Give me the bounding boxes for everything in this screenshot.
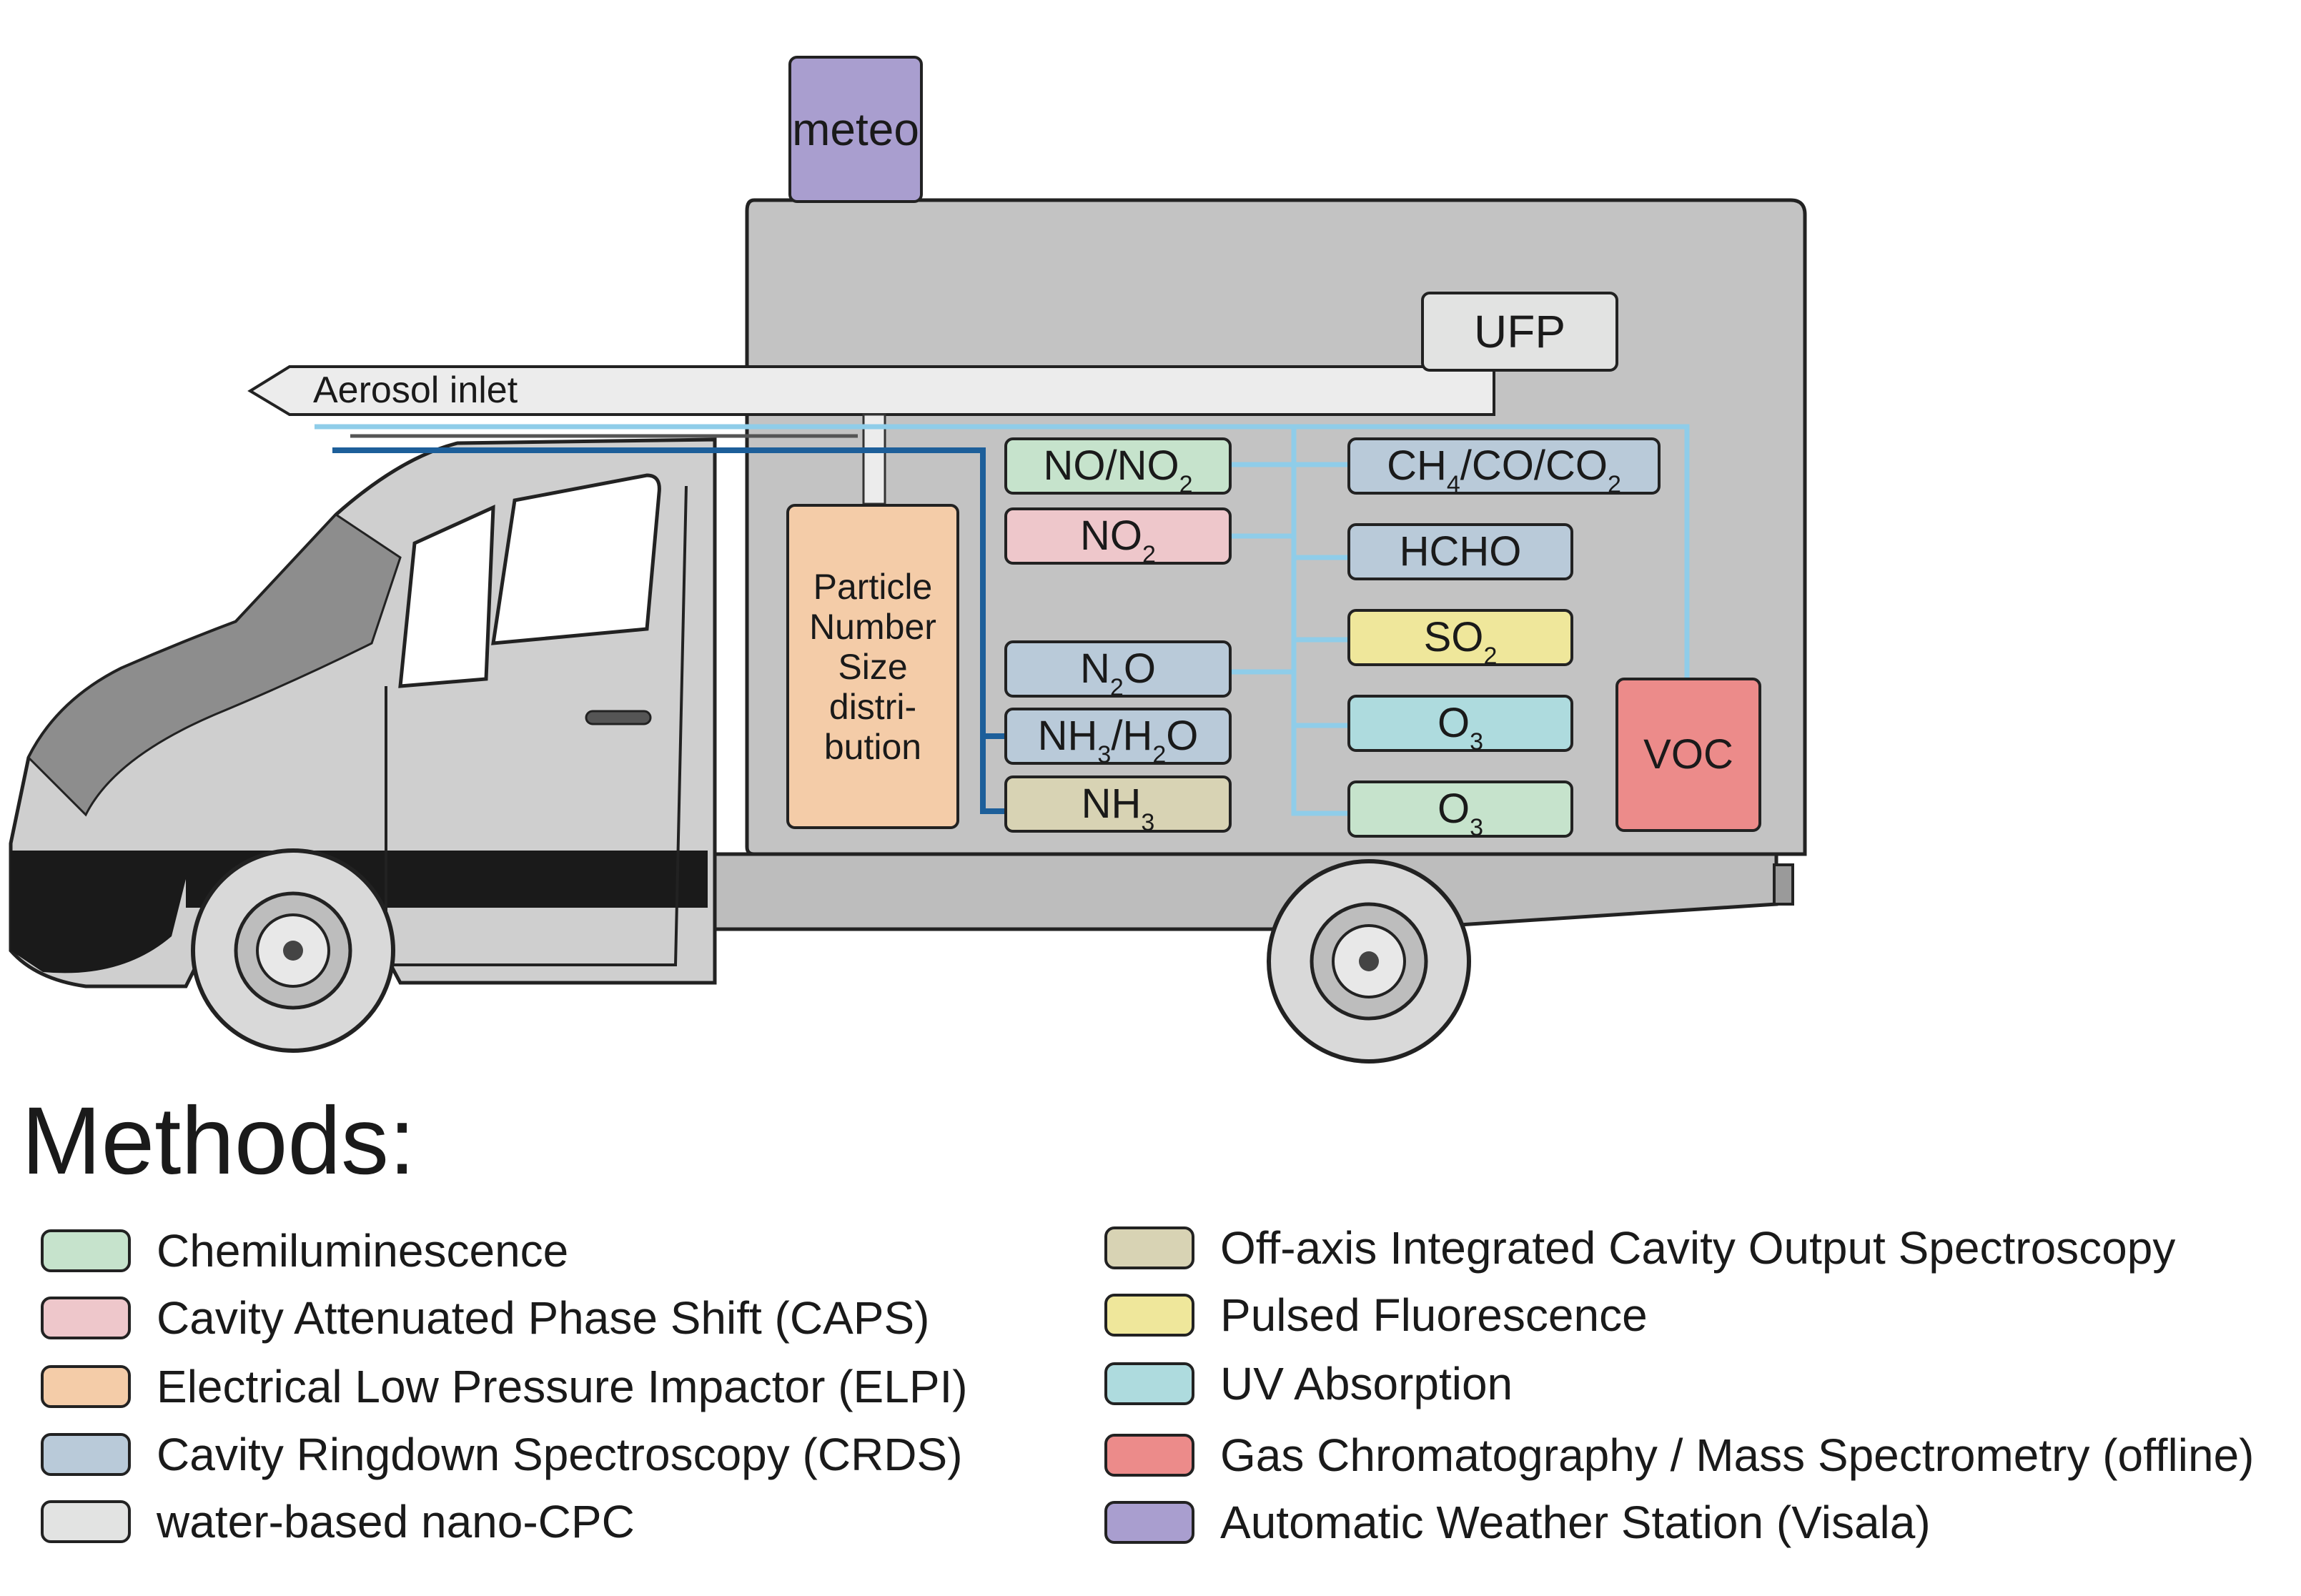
o3-chem-box: O3: [1347, 780, 1573, 841]
so2-label: SO2: [1423, 614, 1498, 670]
voc-box: VOC: [1615, 678, 1761, 832]
ufp-box: UFP: [1421, 292, 1618, 372]
legend-label: Chemiluminescence: [157, 1225, 569, 1277]
nh3-label: NH3: [1081, 780, 1155, 836]
legend-item: water-based nano-CPC: [41, 1495, 635, 1548]
door-outline: [385, 485, 688, 966]
particle-number-size-box: Particle Number Size distri- bution: [786, 504, 959, 829]
legend-item: Automatic Weather Station (Visala): [1104, 1496, 1931, 1549]
legend-label: Electrical Low Pressure Impactor (ELPI): [157, 1361, 968, 1412]
legend-item: Electrical Low Pressure Impactor (ELPI): [41, 1360, 968, 1413]
legend-swatch: [41, 1433, 131, 1476]
legend-swatch: [1104, 1362, 1194, 1405]
legend-label: UV Absorption: [1220, 1358, 1513, 1409]
legend-label: Cavity Ringdown Spectroscopy (CRDS): [157, 1429, 963, 1480]
legend-item: Cavity Attenuated Phase Shift (CAPS): [41, 1292, 929, 1344]
nh3-box: NH3: [1004, 775, 1232, 836]
legend-label: Pulsed Fluorescence: [1220, 1289, 1648, 1341]
door-handle: [585, 710, 652, 725]
legend-item: Chemiluminescence: [41, 1224, 568, 1277]
rear-bumper: [1773, 863, 1794, 906]
legend-swatch: [1104, 1501, 1194, 1544]
legend-label: water-based nano-CPC: [157, 1496, 635, 1547]
legend-swatch: [1104, 1294, 1194, 1337]
legend-swatch: [1104, 1226, 1194, 1269]
legend-label: Cavity Attenuated Phase Shift (CAPS): [157, 1292, 930, 1344]
ufp-label: UFP: [1474, 306, 1565, 357]
legend-swatch: [41, 1500, 131, 1543]
front-wheel: [191, 848, 395, 1053]
o3-chem-label: O3: [1437, 785, 1484, 841]
side-window: [491, 473, 661, 645]
no-no2-label: NO/NO2: [1043, 442, 1193, 498]
no-no2-box: NO/NO2: [1004, 437, 1232, 498]
methods-title: Methods:: [21, 1088, 416, 1194]
ch4-co-co2-box: CH4/CO/CO2: [1347, 437, 1661, 498]
ch4-co-co2-label: CH4/CO/CO2: [1387, 442, 1621, 498]
n2o-label: N2O: [1080, 645, 1156, 701]
nh3-h2o-box: NH3/H2O: [1004, 708, 1232, 768]
rear-wheel: [1267, 859, 1471, 1064]
legend-swatch: [41, 1229, 131, 1272]
sampling-lines-light: [315, 424, 1690, 816]
legend-label: Gas Chromatography / Mass Spectrometry (…: [1220, 1429, 2255, 1481]
front-bumper: [11, 851, 193, 973]
so2-box: SO2: [1347, 609, 1573, 670]
sampling-line-dark: [332, 447, 1004, 814]
legend-item: Gas Chromatography / Mass Spectrometry (…: [1104, 1429, 2254, 1482]
legend-swatch: [41, 1297, 131, 1339]
particle-line-2: Number: [809, 606, 936, 647]
legend-item: Cavity Ringdown Spectroscopy (CRDS): [41, 1428, 963, 1481]
legend-label: Automatic Weather Station (Visala): [1220, 1497, 1931, 1548]
no2-label: NO2: [1080, 512, 1156, 568]
nh3-h2o-label: NH3/H2O: [1037, 713, 1199, 768]
aerosol-inlet-label: Aerosol inlet: [313, 370, 518, 411]
particle-line-3: Size: [838, 646, 908, 687]
chassis: [713, 852, 1778, 931]
meteo-label: meteo: [792, 104, 919, 155]
hood-shading: [27, 513, 402, 817]
particle-line-1: Particle: [813, 566, 933, 607]
aerosol-inlet-pipe: [247, 365, 1495, 416]
hcho-box: HCHO: [1347, 523, 1573, 580]
hcho-label: HCHO: [1399, 528, 1522, 575]
front-window: [398, 505, 495, 688]
particle-line-4: distri-: [828, 686, 917, 727]
legend-item: Pulsed Fluorescence: [1104, 1289, 1648, 1342]
o3-uv-label: O3: [1437, 700, 1484, 755]
legend-swatch: [1104, 1434, 1194, 1477]
legend-label: Off-axis Integrated Cavity Output Spectr…: [1220, 1222, 2176, 1274]
no2-box: NO2: [1004, 507, 1232, 568]
voc-label: VOC: [1643, 731, 1733, 778]
legend-item: Off-axis Integrated Cavity Output Spectr…: [1104, 1221, 2175, 1274]
legend-item: UV Absorption: [1104, 1357, 1513, 1410]
legend-swatch: [41, 1365, 131, 1408]
o3-uv-box: O3: [1347, 695, 1573, 755]
meteo-box: meteo: [788, 56, 923, 203]
n2o-box: N2O: [1004, 640, 1232, 701]
particle-line-5: bution: [823, 726, 922, 767]
